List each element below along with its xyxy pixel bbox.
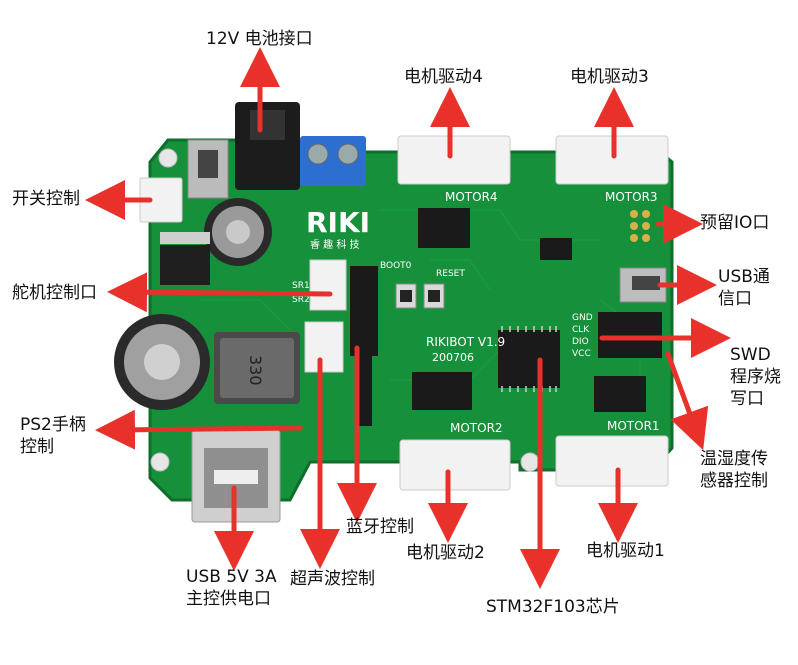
motor2-connector	[399, 439, 511, 491]
clk-silk: CLK	[572, 325, 590, 335]
arrow-servo	[107, 272, 333, 313]
swd-header	[598, 312, 662, 358]
label-swd: SWD 程序烧 写口	[730, 344, 781, 410]
label-usb-comm: USB通 信口	[718, 266, 770, 310]
label-switch-text: 开关控制	[12, 189, 80, 209]
sr1-silk: SR1	[292, 281, 310, 291]
label-motor4: 电机驱动4	[404, 66, 483, 88]
arrows	[85, 47, 731, 589]
board-version: RIKIBOT V1.9	[426, 335, 505, 349]
sr2-silk: SR2	[292, 295, 310, 305]
label-usb-comm-line2: 信口	[718, 289, 752, 309]
label-motor3: 电机驱动3	[570, 66, 649, 88]
label-battery-text: 12V 电池接口	[206, 29, 313, 49]
label-battery: 12V 电池接口	[206, 28, 313, 50]
motor1-silk: MOTOR1	[607, 419, 660, 433]
inductor-label: 330	[246, 355, 265, 386]
label-temp: 温湿度传 感器控制	[700, 448, 768, 492]
label-ps2-line1: PS2手柄	[20, 415, 86, 435]
label-motor2-text: 电机驱动2	[406, 543, 485, 563]
screw-terminal	[300, 136, 366, 186]
reset-silk: RESET	[436, 269, 465, 279]
label-motor1-text: 电机驱动1	[586, 541, 665, 561]
label-usb-comm-line1: USB通	[718, 267, 770, 287]
label-reserved-io: 预留IO口	[700, 212, 769, 234]
label-switch: 开关控制	[12, 188, 80, 210]
label-usb-power: USB 5V 3A 主控供电口	[186, 566, 277, 610]
arrow-temp	[665, 351, 709, 451]
label-swd-line3: 写口	[730, 389, 764, 409]
board-date: 200706	[432, 351, 474, 364]
dio-silk: DIO	[572, 337, 589, 347]
label-ps2: PS2手柄 控制	[20, 414, 86, 458]
vcc-silk: VCC	[572, 349, 591, 359]
label-motor4-text: 电机驱动4	[404, 67, 483, 87]
label-swd-line1: SWD	[730, 345, 771, 365]
arrow-ps2	[95, 409, 303, 450]
label-bluetooth: 蓝牙控制	[346, 516, 414, 538]
label-servo-text: 舵机控制口	[12, 283, 97, 303]
motor4-silk: MOTOR4	[445, 190, 498, 204]
label-swd-line2: 程序烧	[730, 367, 781, 387]
motor1-connector	[555, 435, 669, 487]
gnd-silk: GND	[572, 313, 593, 323]
label-bluetooth-text: 蓝牙控制	[346, 517, 414, 537]
label-ps2-line2: 控制	[20, 437, 54, 457]
label-usb-power-line2: 主控供电口	[186, 589, 271, 609]
motor2-silk: MOTOR2	[450, 421, 503, 435]
label-servo: 舵机控制口	[12, 282, 97, 304]
servo-header	[309, 259, 347, 311]
brand-subtitle: 睿 趣 科 技	[310, 238, 360, 251]
stm32-chip	[498, 330, 560, 388]
label-ultrasonic-text: 超声波控制	[290, 569, 375, 589]
label-stm32-text: STM32F103芯片	[486, 597, 620, 617]
motor3-silk: MOTOR3	[605, 190, 658, 204]
label-reserved-io-text: 预留IO口	[700, 213, 770, 233]
motor4-connector	[397, 135, 511, 185]
label-temp-line1: 温湿度传	[700, 449, 768, 469]
boot-silk: BOOT0	[380, 261, 412, 271]
label-temp-line2: 感器控制	[700, 471, 768, 491]
label-stm32: STM32F103芯片	[486, 596, 620, 618]
label-motor3-text: 电机驱动3	[570, 67, 649, 87]
label-usb-power-line1: USB 5V 3A	[186, 567, 277, 587]
reserved-io-pads	[630, 210, 650, 242]
label-motor1: 电机驱动1	[586, 540, 665, 562]
label-ultrasonic: 超声波控制	[290, 568, 375, 590]
label-motor2: 电机驱动2	[406, 542, 485, 564]
brand-logo: RIKI	[306, 206, 370, 239]
